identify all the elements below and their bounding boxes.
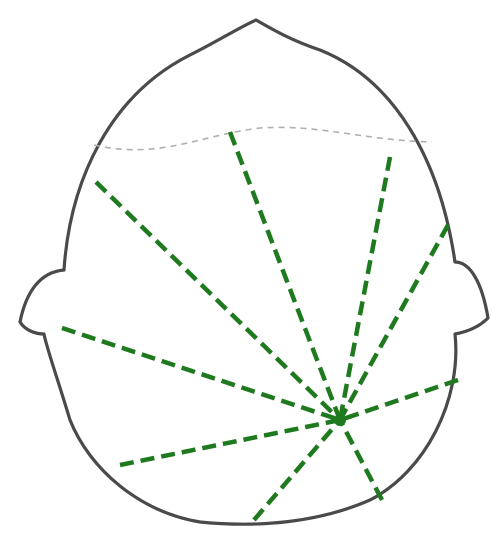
convergence-point bbox=[334, 414, 346, 426]
head-outline bbox=[20, 20, 488, 524]
